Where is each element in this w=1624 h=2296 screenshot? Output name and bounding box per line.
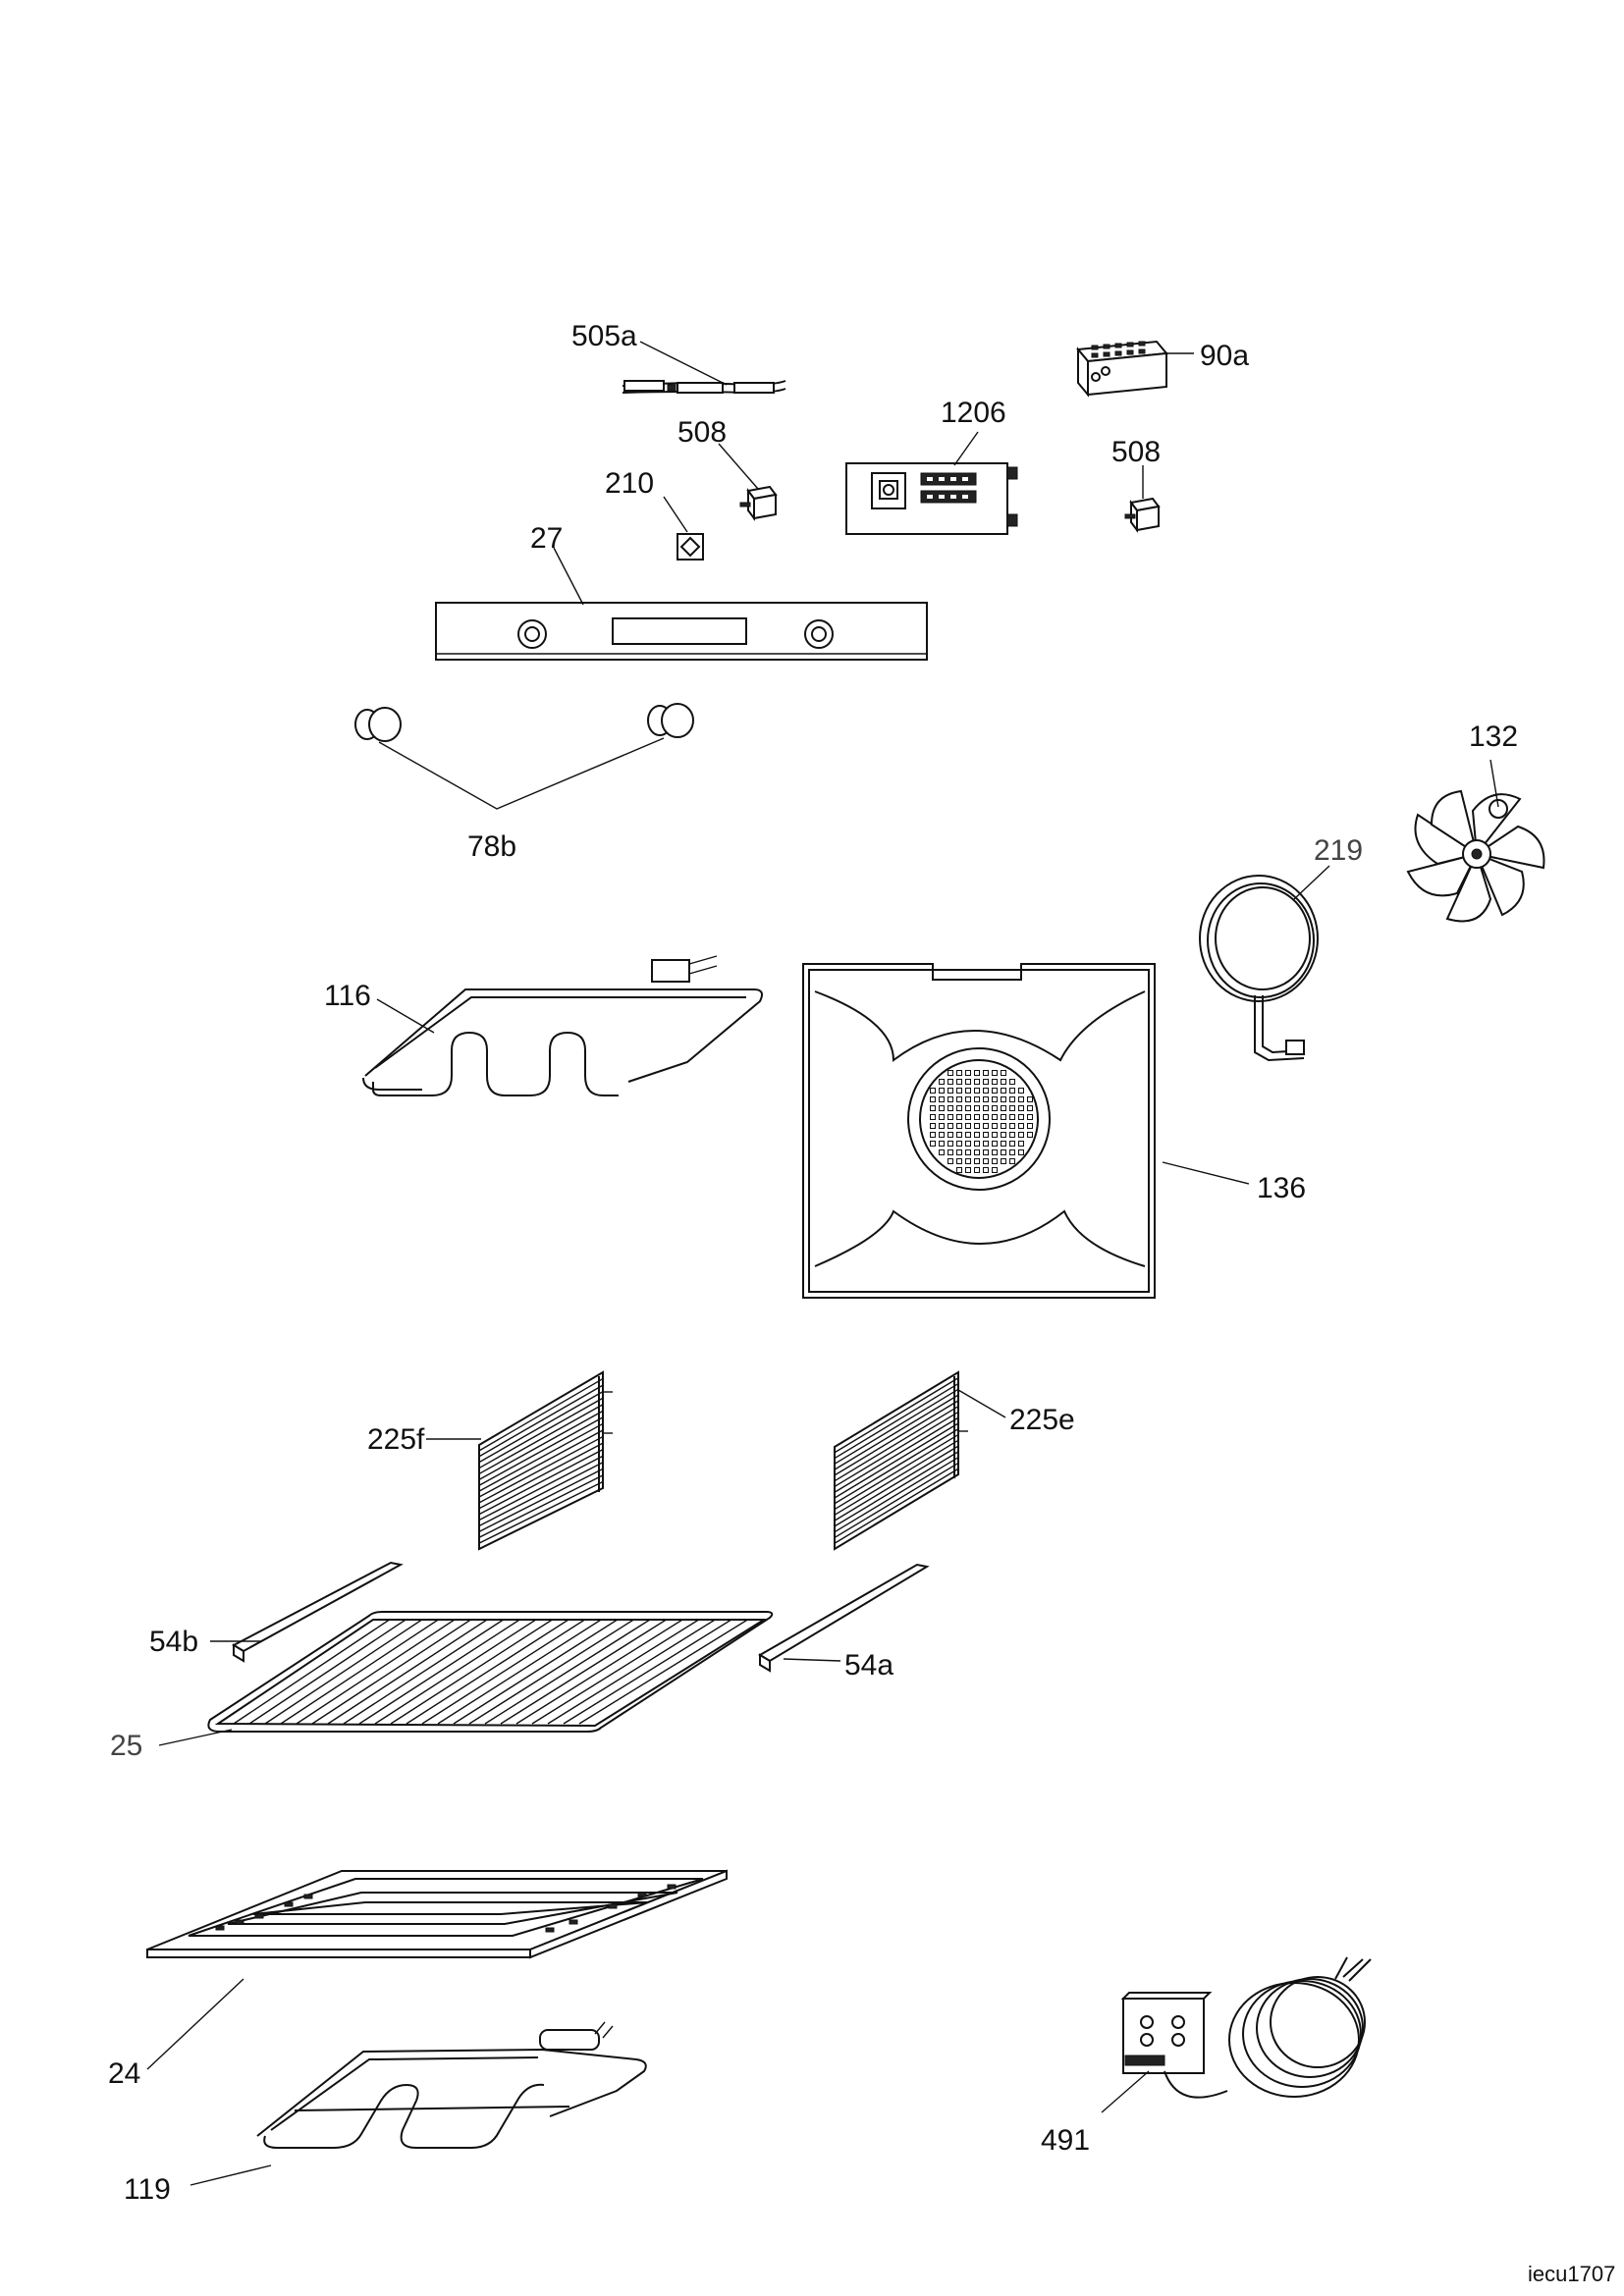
part-505a-wire-harness	[622, 341, 786, 395]
label-25: 25	[110, 1730, 142, 1762]
part-25-wire-shelf	[158, 1611, 774, 1746]
part-116-top-heating-element	[362, 955, 763, 1096]
part-54a-rail	[758, 1563, 930, 1673]
label-508-right: 508	[1111, 436, 1161, 468]
part-136-rear-panel	[802, 963, 1250, 1299]
label-116: 116	[324, 980, 371, 1012]
label-24: 24	[108, 2057, 140, 2090]
part-54b-rail	[210, 1561, 404, 1663]
label-54a: 54a	[844, 1649, 893, 1682]
label-136: 136	[1257, 1172, 1306, 1204]
label-505a: 505a	[571, 320, 637, 352]
label-508-left: 508	[677, 416, 727, 449]
label-225f: 225f	[367, 1423, 425, 1456]
part-24-baking-tray	[146, 1869, 728, 2070]
part-132-convection-fan	[1406, 759, 1545, 923]
part-90a-terminal-block	[1076, 340, 1194, 398]
label-90a: 90a	[1200, 340, 1249, 372]
part-225e-right-side-rack	[834, 1370, 1006, 1551]
label-119: 119	[124, 2173, 171, 2206]
label-210: 210	[605, 467, 654, 500]
part-210-small-switch	[663, 496, 704, 561]
fan-grille	[930, 1070, 1033, 1173]
label-491: 491	[1041, 2124, 1090, 2157]
part-219-thermostat-bulb	[1199, 865, 1330, 1062]
part-119-bottom-heating-element	[189, 2021, 647, 2186]
label-132: 132	[1469, 721, 1518, 753]
reference-code: iecu1707	[1528, 2262, 1615, 2286]
part-491-thermostat	[1101, 1956, 1372, 2113]
part-27-control-panel	[435, 547, 928, 661]
label-54b: 54b	[149, 1626, 198, 1658]
label-219: 219	[1314, 834, 1363, 867]
label-225e: 225e	[1009, 1404, 1075, 1436]
label-1206: 1206	[941, 397, 1006, 429]
part-78b-knobs	[354, 703, 694, 810]
label-27: 27	[530, 522, 563, 555]
label-78b: 78b	[467, 830, 516, 863]
part-225f-left-side-rack	[426, 1370, 613, 1551]
part-1206-electronic-module	[845, 431, 1018, 535]
part-508-switch-left	[718, 443, 778, 521]
part-508-switch-right	[1124, 465, 1161, 533]
